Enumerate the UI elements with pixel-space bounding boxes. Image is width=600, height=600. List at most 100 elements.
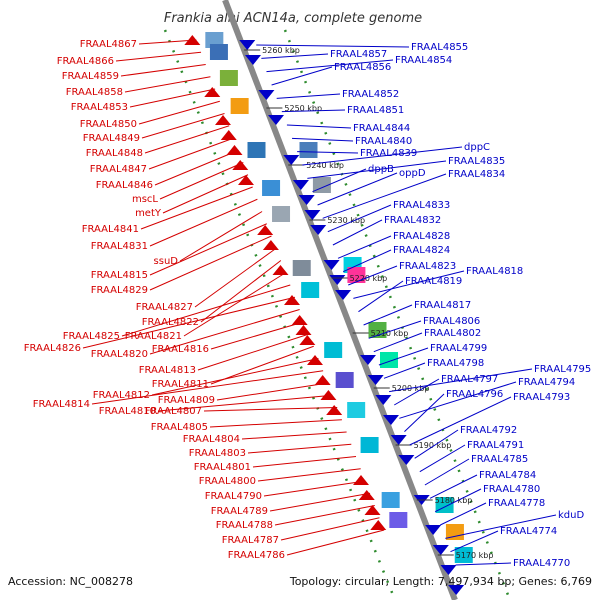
reverse-gene-label: FRAAL4854 — [395, 55, 452, 66]
forward-connector — [200, 260, 282, 323]
forward-connector — [263, 480, 366, 497]
forward-connector — [159, 162, 244, 200]
reverse-gene-labels: FRAAL4855FRAAL4857FRAAL4854FRAAL4856FRAA… — [330, 42, 591, 569]
reverse-connector — [373, 332, 423, 353]
reverse-connector — [286, 124, 352, 129]
forward-gene-label: FRAAL4866 — [57, 56, 114, 67]
reverse-connector — [348, 265, 398, 286]
reverse-gene-label: FRAAL4797 — [441, 374, 498, 385]
reverse-gene-label: FRAAL4828 — [393, 231, 450, 242]
reverse-gene-label: FRAAL4857 — [330, 49, 387, 60]
reverse-gene-label: FRAAL4856 — [334, 62, 391, 73]
tick-label: 5190 kbp — [414, 441, 452, 450]
reverse-gene-label: dppC — [464, 142, 490, 153]
feature-block — [389, 512, 408, 528]
reverse-gene-label: FRAAL4774 — [500, 526, 557, 537]
forward-gene-label: mscL — [132, 194, 158, 205]
reverse-gene-arrow — [448, 585, 465, 595]
tick-label: 5210 kbp — [371, 329, 409, 338]
forward-gene-label: FRAAL4858 — [66, 87, 123, 98]
reverse-connector — [276, 93, 341, 99]
forward-gene-label: FRAAL4810 — [99, 406, 156, 417]
forward-connector — [82, 296, 296, 349]
forward-gene-label: FRAAL4815 — [91, 270, 148, 281]
feature-block — [301, 282, 320, 298]
forward-gene-arrow — [326, 405, 343, 415]
forward-gene-label: FRAAL4820 — [91, 349, 148, 360]
reverse-gene-label: FRAAL4806 — [423, 316, 480, 327]
forward-gene-label: FRAAL4853 — [71, 102, 128, 113]
reverse-gene-label: FRAAL4817 — [414, 300, 471, 311]
reverse-gene-arrow — [425, 525, 442, 535]
forward-gene-label: ssuD — [154, 256, 179, 267]
reverse-gene-arrow — [390, 435, 407, 445]
forward-gene-arrow — [314, 375, 331, 385]
forward-connector — [197, 333, 310, 371]
forward-gene-label: FRAAL4787 — [222, 535, 279, 546]
forward-gene-label: FRAAL4790 — [205, 491, 262, 502]
reverse-gene-label: FRAAL4824 — [393, 245, 450, 256]
forward-connector — [138, 100, 220, 125]
reverse-connector — [266, 59, 394, 73]
forward-gene-label: FRAAL4859 — [62, 71, 119, 82]
forward-connector — [274, 505, 375, 526]
reverse-connector — [378, 347, 429, 366]
forward-connector — [203, 407, 338, 412]
feature-block — [347, 267, 366, 283]
reverse-gene-arrow — [310, 225, 327, 235]
reverse-connector — [445, 514, 557, 539]
reverse-connector — [424, 458, 470, 486]
reverse-gene-label: FRAAL4791 — [467, 440, 524, 451]
feature-block — [262, 180, 281, 196]
right-connectors — [256, 44, 557, 566]
forward-gene-arrow — [370, 520, 387, 530]
reverse-gene-label: FRAAL4834 — [448, 169, 505, 180]
feature-block — [219, 70, 238, 86]
forward-connector — [149, 223, 267, 276]
left-connectors — [82, 39, 385, 556]
forward-gene-arrow — [262, 240, 279, 250]
forward-gene-label: FRAAL4800 — [199, 476, 256, 487]
reverse-gene-label: kduD — [558, 510, 584, 521]
reverse-connector — [440, 502, 487, 526]
forward-gene-label: FRAAL4811 — [152, 379, 209, 390]
reverse-connector — [353, 270, 465, 299]
forward-connector — [241, 431, 347, 440]
reverse-gene-arrow — [440, 565, 457, 575]
reverse-connector — [409, 396, 512, 446]
reverse-gene-arrow — [304, 210, 321, 220]
reverse-gene-arrow — [360, 355, 376, 365]
forward-gene-arrow — [238, 175, 254, 185]
forward-gene-label: FRAAL4831 — [91, 241, 148, 252]
reverse-gene-label: oppD — [399, 168, 426, 179]
reverse-gene-arrow — [398, 455, 415, 465]
forward-gene-label: FRAAL4809 — [158, 395, 215, 406]
reverse-gene-label: FRAAL4832 — [384, 215, 441, 226]
feature-block — [292, 260, 311, 276]
reverse-gene-arrow — [432, 545, 449, 555]
forward-connector — [129, 88, 216, 108]
feature-block — [247, 142, 266, 158]
reverse-connector — [322, 173, 447, 219]
reverse-connector — [312, 168, 367, 193]
forward-connector — [247, 443, 352, 454]
reverse-connector — [434, 488, 482, 513]
forward-connector — [91, 370, 324, 405]
forward-gene-label: FRAAL4822 — [142, 317, 199, 328]
reverse-gene-label: FRAAL4792 — [460, 425, 517, 436]
forward-connector — [124, 76, 211, 93]
reverse-connector — [383, 362, 426, 379]
forward-connector — [257, 468, 361, 482]
reverse-connector — [281, 109, 346, 113]
forward-gene-arrow — [291, 315, 308, 325]
forward-gene-label: FRAAL4850 — [80, 119, 137, 130]
reverse-gene-label: FRAAL4840 — [355, 136, 412, 147]
forward-connector — [149, 309, 300, 355]
forward-connector — [149, 235, 272, 291]
forward-connector — [280, 517, 380, 541]
reverse-gene-arrow — [335, 290, 352, 300]
reverse-connector — [419, 444, 466, 473]
feature-block — [380, 352, 398, 368]
forward-gene-label: FRAAL4816 — [152, 344, 209, 355]
reverse-gene-arrow — [383, 415, 399, 425]
